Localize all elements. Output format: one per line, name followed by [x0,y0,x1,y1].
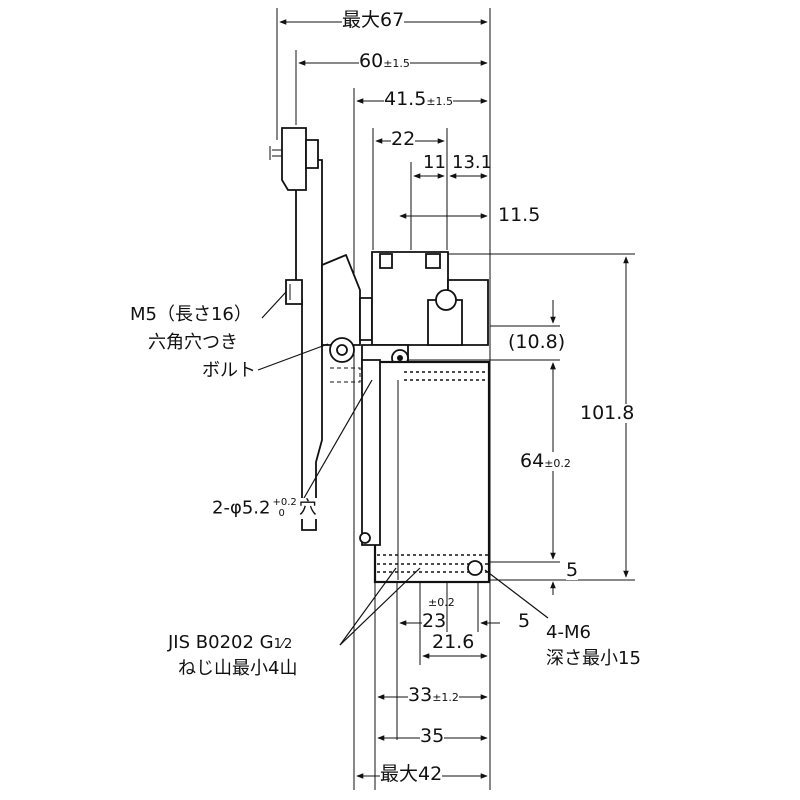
lever-plate [269,127,323,531]
dim-64-value: 64 [520,450,545,472]
callout-thread-fraction: 1⁄2 [273,637,293,652]
dim-33-value: 33 [408,684,433,706]
dim-41-5: 41.5±1.5 [384,88,454,110]
switch-body [359,359,491,584]
dim-41-5-tolerance: ±1.5 [426,95,454,108]
callout-thread-spec: JIS B0202 G [168,632,274,653]
dim-33: 33±1.2 [408,686,459,705]
dim-33-tolerance: ±1.2 [432,691,459,704]
callout-bolt-line2: 六角穴つき [148,332,238,353]
dim-101-8: 101.8 [580,402,635,424]
dim-13-1: 13.1 [452,152,493,173]
dim-11-5: 11.5 [498,204,541,226]
dim-5-right: 5 [566,559,579,581]
callout-hole-tol-upper: +0.2 [272,497,297,508]
dim-64: 64±0.2 [520,452,571,471]
dim-64-tolerance: ±0.2 [544,457,571,470]
dim-35: 35 [420,725,445,747]
dim-tolerance-0-2: ±0.2 [428,596,455,609]
callout-tap-line1: 4-M6 [546,622,591,643]
dim-max-67: 最大67 [342,9,405,31]
dim-5-bottom: 5 [518,610,531,632]
dim-11: 11 [423,152,446,173]
callout-leaders [257,291,549,646]
actuator-head [321,251,489,383]
dim-10-8: (10.8) [508,331,566,353]
dim-max-42: 最大42 [380,763,443,785]
dim-60: 60±1.5 [359,52,410,71]
callout-thread-line2: ねじ山最小4山 [178,658,298,679]
dim-22: 22 [391,128,416,150]
dim-23: 23 [422,610,447,632]
dim-41-5-value: 41.5 [384,88,427,110]
callout-bolt-line3: ボルト [202,360,256,381]
dim-21-6: 21.6 [432,631,475,653]
callout-hole-suffix: 穴 [298,497,317,519]
callout-hole-tol-lower: 0 [278,507,285,519]
callout-tap-line2: 深さ最小15 [546,648,641,669]
callout-bolt-line1: M5（長さ16） [130,304,252,325]
callout-thread-line1: JIS B0202 G1⁄2 [168,632,293,653]
right-dimension-lines [550,256,629,595]
dim-60-tolerance: ±1.5 [383,57,410,70]
callout-hole-prefix: 2-φ5.2 [212,497,271,519]
dim-60-value: 60 [359,50,384,72]
